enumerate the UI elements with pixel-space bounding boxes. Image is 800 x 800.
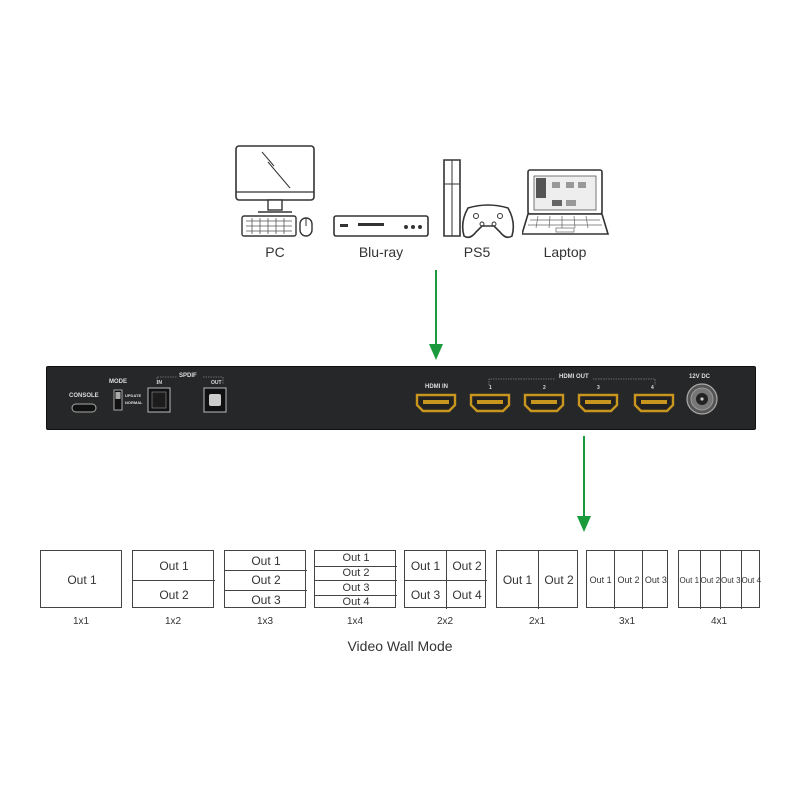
spdif-label: SPDIF [179,373,197,379]
layout-cell: Out 2 [614,551,641,609]
dc-power-jack[interactable] [685,382,719,416]
console-label: CONSOLE [69,393,99,399]
bluray-player-icon [333,215,429,237]
spdif-out-label: OUT [211,380,222,386]
hdmi-out-port-1[interactable] [469,393,511,413]
layout-label: 1x4 [346,616,364,627]
layout-cell: Out 1 [679,575,700,585]
spdif-bracket [156,376,224,384]
layout-cell: Out 1 [410,558,441,573]
hdmi-in-port[interactable] [415,393,457,413]
spdif-in-port[interactable] [147,387,171,413]
layout-2x1: Out 1 Out 2 [496,550,579,609]
layout-cell: Out 3 [315,580,397,595]
video-wall-title: Video Wall Mode [347,638,453,654]
mode-normal-label: NORMAL [125,400,143,405]
layout-cell: Out 3 [405,580,446,609]
hdmi-in-label: HDMI IN [425,384,448,390]
layout-cell: Out 4 [446,580,487,609]
layout-cell: Out 1 [342,552,370,565]
layout-cell: Out 1 [589,575,612,585]
layout-cell: Out 2 [133,580,215,609]
hdmi-out-label: HDMI OUT [559,374,589,380]
hdmi-out-port-3[interactable] [577,393,619,413]
layout-cell: Out 2 [538,551,579,609]
usb-c-console-port[interactable] [71,403,97,413]
mode-update-label: UPDATE [125,393,142,398]
layout-cell: Out 1 [502,573,533,587]
source-label-ps5: PS5 [463,244,491,260]
layout-label: 1x1 [72,616,90,627]
mode-switch[interactable] [113,389,123,411]
hdmi-out-bracket [488,378,656,385]
layout-cell: Out 4 [740,551,761,609]
layout-label: 3x1 [618,616,636,627]
layout-cell: Out 2 [699,551,720,609]
source-label-laptop: Laptop [543,244,587,260]
source-label-bluray: Blu-ray [358,244,404,260]
layout-cell: Out 1 [67,573,97,587]
spdif-in-label: IN [157,380,162,386]
layout-1x1: Out 1 [40,550,122,608]
mode-label: MODE [109,379,127,385]
layout-label: 2x2 [436,616,454,627]
pc-icon [235,145,315,237]
power-label: 12V DC [689,374,711,380]
layout-label: 1x2 [164,616,182,627]
layout-cell: Out 2 [315,565,397,581]
hdmi-out-port-2[interactable] [523,393,565,413]
arrow-device-to-wall [577,436,591,532]
matrix-device-panel: CONSOLE MODE UPDATE NORMAL SPDIF IN OUT … [46,366,756,430]
layout-label: 1x3 [256,616,274,627]
spdif-out-port[interactable] [203,387,227,413]
hdmi-out-port-number: 1 [489,385,492,391]
laptop-icon [522,169,610,235]
layout-1x2: Out 1 Out 2 [132,550,215,609]
arrow-sources-to-device [429,270,443,360]
layout-cell: Out 3 [225,589,307,609]
hdmi-out-port-number: 3 [597,385,600,391]
layout-label: 2x1 [528,616,546,627]
ps5-icon [443,159,515,239]
hdmi-out-port-4[interactable] [633,393,675,413]
hdmi-out-port-number: 2 [543,385,546,391]
layout-cell: Out 3 [641,551,669,609]
hdmi-out-port-number: 4 [651,385,654,391]
layout-cell: Out 4 [315,594,397,610]
layout-cell: Out 2 [446,551,487,580]
layout-cell: Out 1 [251,553,281,568]
layout-label: 4x1 [710,616,728,627]
layout-cell: Out 1 [159,558,189,573]
layout-cell: Out 2 [225,570,307,589]
source-label-pc: PC [265,244,285,260]
layout-cell: Out 3 [720,551,741,609]
